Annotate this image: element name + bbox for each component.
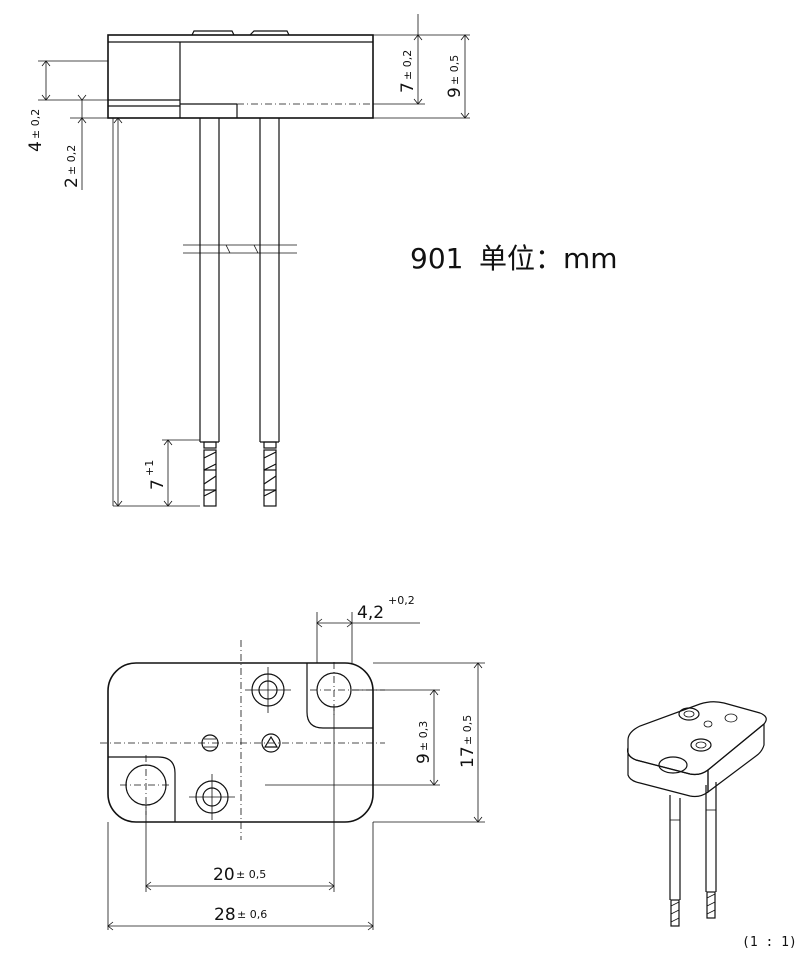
svg-text:20: 20 xyxy=(213,865,235,885)
dim-28: 28 ± 0,6 xyxy=(214,905,267,925)
scale-label: (1 : 1) xyxy=(742,935,797,950)
dim-17: 17 ± 0,5 xyxy=(458,715,478,768)
contact-hole-top-left xyxy=(245,667,291,713)
dim-20: 20 ± 0,5 xyxy=(213,865,266,885)
pin-left xyxy=(199,118,220,507)
socket-body-side xyxy=(107,34,374,119)
pin-right xyxy=(259,118,280,507)
svg-text:+0,2: +0,2 xyxy=(388,594,415,607)
model-number: 901 xyxy=(410,242,463,275)
top-view: 4,2 +0,2 9 ± 0,3 17 ± 0,5 20 ± 0,5 28 ± … xyxy=(100,594,485,931)
dim-9v: 9 ± 0,3 xyxy=(414,721,434,764)
svg-text:9: 9 xyxy=(414,753,434,764)
socket-body-top xyxy=(107,662,374,823)
svg-text:± 0,6: ± 0,6 xyxy=(237,908,267,921)
svg-text:4: 4 xyxy=(26,141,46,152)
dim-7: 7 ± 0,2 xyxy=(398,50,418,93)
svg-text:7: 7 xyxy=(398,82,418,93)
svg-text:9: 9 xyxy=(445,87,465,98)
svg-text:± 0,2: ± 0,2 xyxy=(401,50,414,80)
iso-pin-left xyxy=(669,795,681,927)
unit-label: 单位：mm xyxy=(479,242,618,275)
iso-pin-right xyxy=(705,782,717,919)
svg-text:± 0,2: ± 0,2 xyxy=(65,145,78,175)
contact-hole-bottom-right xyxy=(189,774,235,820)
svg-text:2: 2 xyxy=(62,177,82,188)
dim-2: 2 ± 0,2 xyxy=(62,145,82,188)
isometric-view xyxy=(627,701,767,927)
side-view: 7 ± 0,2 9 ± 0,5 4 ± 0,2 2 ± 0,2 7 +1 xyxy=(26,14,470,507)
svg-text:± 0,3: ± 0,3 xyxy=(417,721,430,751)
break-lines xyxy=(183,244,297,254)
svg-text:17: 17 xyxy=(458,746,478,768)
svg-text:± 0,5: ± 0,5 xyxy=(461,715,474,745)
svg-text:± 0,5: ± 0,5 xyxy=(448,55,461,85)
dim-4: 4 ± 0,2 xyxy=(26,109,46,152)
dim-9: 9 ± 0,5 xyxy=(445,55,465,98)
svg-text:28: 28 xyxy=(214,905,236,925)
svg-text:+1: +1 xyxy=(143,460,156,476)
svg-text:4,2: 4,2 xyxy=(357,603,384,623)
dim-7plus: 7 +1 xyxy=(143,460,168,490)
svg-text:± 0,5: ± 0,5 xyxy=(236,868,266,881)
dim-4-2: 4,2 +0,2 xyxy=(357,594,415,623)
drawing-title: 901 单位：mm xyxy=(410,242,618,275)
screw-hole xyxy=(201,734,219,752)
polarity-mark xyxy=(261,733,281,753)
svg-text:7: 7 xyxy=(148,479,168,490)
svg-text:± 0,2: ± 0,2 xyxy=(29,109,42,139)
